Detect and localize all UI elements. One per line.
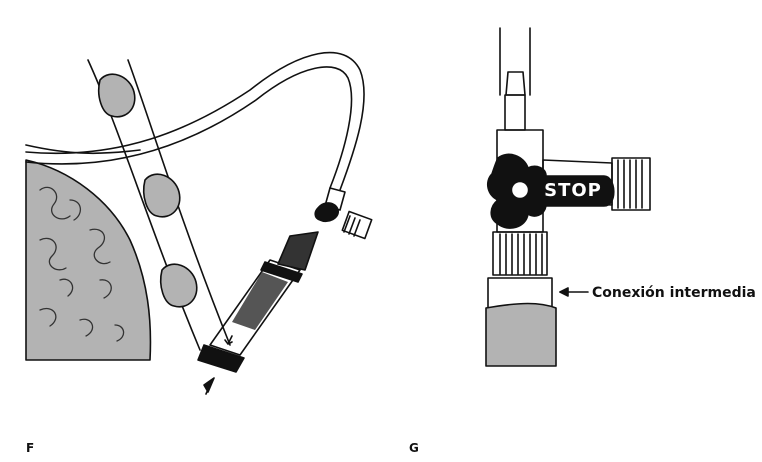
panel-f-drawing — [26, 53, 372, 394]
small-stopcock-handle — [315, 203, 338, 221]
threaded-collar — [493, 232, 547, 275]
upper-tube-joint — [505, 95, 525, 130]
stopcock-cap-ridges — [618, 160, 642, 208]
stopcock-handle-hole — [513, 183, 527, 197]
panel-label-f: F — [26, 441, 34, 455]
threaded-collar-ridges — [500, 234, 542, 274]
panel-label-g: G — [409, 441, 419, 455]
stopcock-handle-text: STOP — [544, 180, 602, 201]
rib-3 — [161, 264, 197, 307]
outflow-arrow — [204, 378, 214, 394]
upper-tube-tip — [506, 72, 525, 95]
lower-tube — [486, 304, 556, 367]
drain-tube-inner — [26, 67, 352, 188]
organ-mass — [26, 160, 150, 360]
drain-tube-outer — [26, 53, 364, 190]
rib-2 — [144, 174, 180, 217]
upper-tube — [500, 28, 530, 95]
callout-arrow-head — [560, 288, 568, 296]
rib-1 — [99, 74, 135, 117]
intermediate-connection-label: Conexión intermedia — [592, 285, 756, 301]
collector-neck — [278, 232, 318, 270]
